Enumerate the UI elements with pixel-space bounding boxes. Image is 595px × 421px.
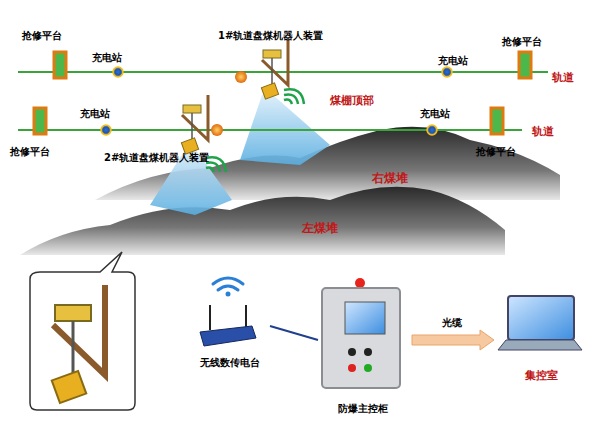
- robot-callout: [30, 252, 135, 410]
- connector: [412, 330, 494, 350]
- node-label: 集控室: [496, 370, 586, 382]
- monitor-icon: [498, 296, 582, 350]
- text-label: 充电站: [92, 52, 122, 63]
- device-node: 集控室: [496, 290, 586, 382]
- node-label: 防爆主控柜: [318, 403, 408, 414]
- text-label: 右煤堆: [372, 172, 408, 185]
- device-node: 防爆主控柜: [318, 276, 408, 414]
- robots: [181, 40, 288, 154]
- radio-icon: [200, 278, 256, 346]
- text-label: 煤棚顶部: [330, 95, 374, 107]
- text-label: 抢修平台: [10, 146, 50, 157]
- text-label: 轨道: [552, 72, 574, 84]
- device-node: 无线数传电台: [190, 278, 270, 368]
- connector: [270, 326, 318, 340]
- text-label: 1#轨道盘煤机器人装置: [218, 30, 323, 41]
- text-label: 充电站: [80, 108, 110, 119]
- text-label: 左煤堆: [302, 222, 338, 235]
- edge-label: 光缆: [442, 316, 462, 330]
- text-label: 轨道: [532, 126, 554, 138]
- text-label: 抢修平台: [476, 146, 516, 157]
- text-label: 2#轨道盘煤机器人装置: [104, 152, 209, 163]
- charging-stations: [101, 67, 452, 135]
- node-label: 无线数传电台: [190, 357, 270, 368]
- repair-platforms: [34, 52, 531, 134]
- text-label: 充电站: [420, 108, 450, 119]
- text-label: 抢修平台: [502, 36, 542, 47]
- text-label: 抢修平台: [22, 30, 62, 41]
- cabinet-icon: [322, 278, 400, 388]
- text-label: 充电站: [438, 55, 468, 66]
